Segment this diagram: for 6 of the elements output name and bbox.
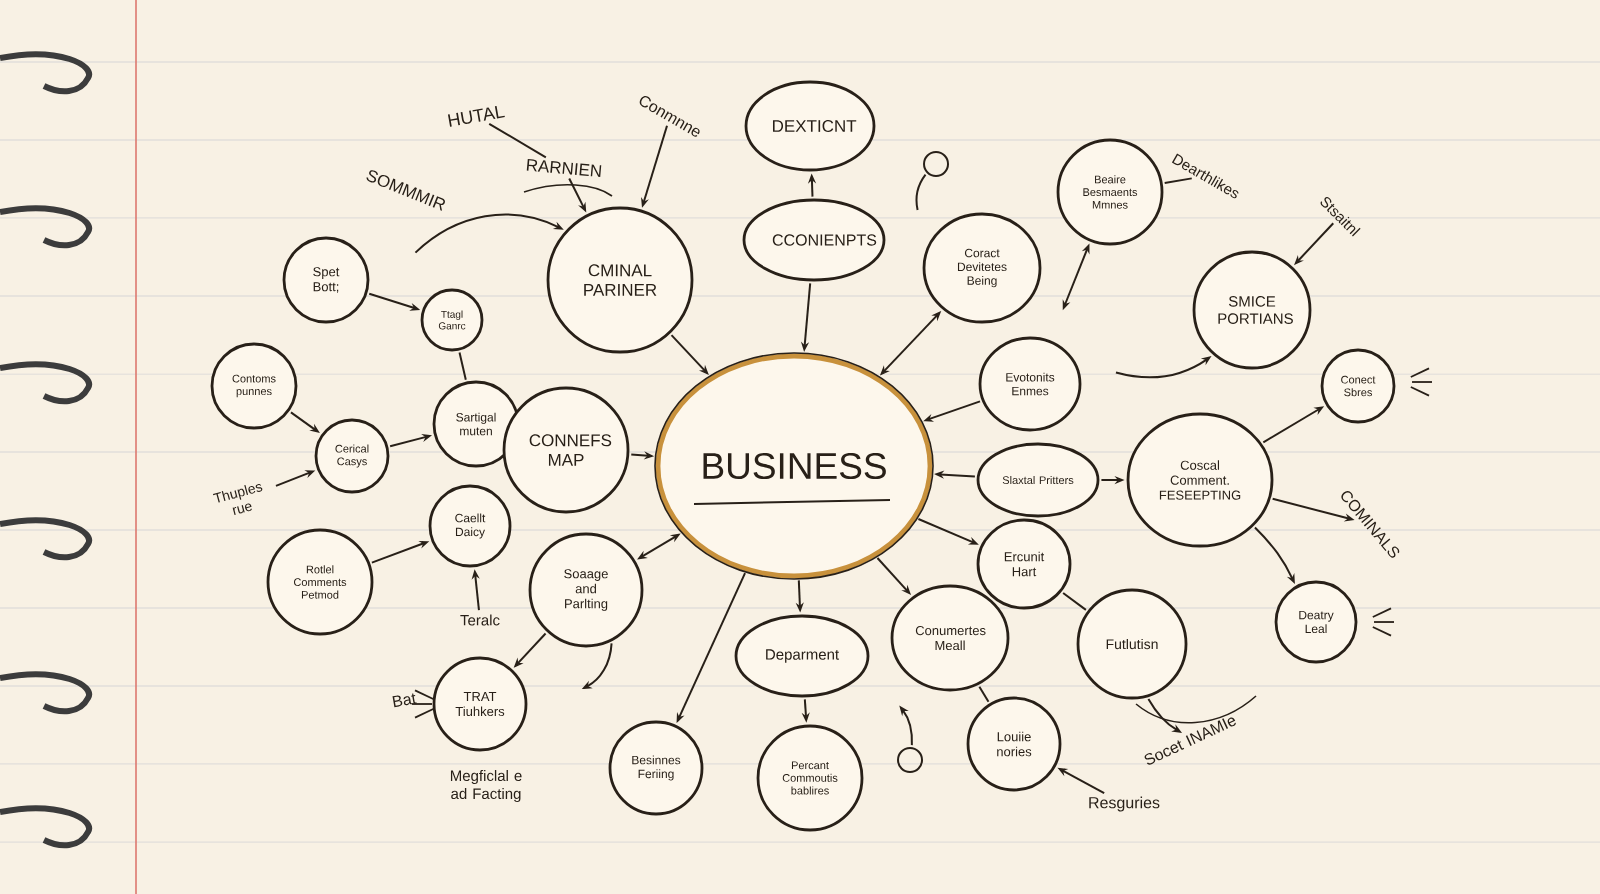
side-note: Bat bbox=[392, 693, 417, 708]
handwritten-label: RARNIEN bbox=[526, 158, 602, 178]
small-circle bbox=[923, 151, 949, 177]
small-circle bbox=[897, 747, 923, 773]
handwritten-label: Resguries bbox=[1089, 796, 1160, 812]
handwritten-label: HUTAL bbox=[447, 106, 505, 127]
